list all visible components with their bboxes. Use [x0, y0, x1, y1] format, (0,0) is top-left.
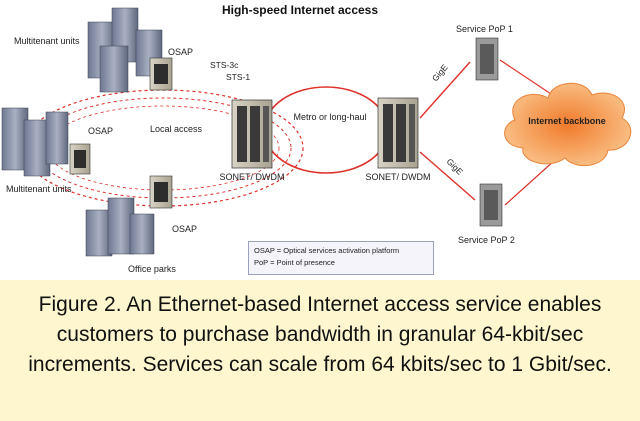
internet-cloud: Internet backbone	[504, 82, 632, 166]
legend-box: OSAP = Optical services activation platf…	[248, 241, 434, 275]
multitenant-label-top: Multitenant units	[14, 36, 80, 46]
pop2-backbone-link	[504, 159, 556, 206]
osap-top-label: OSAP	[168, 47, 193, 57]
network-diagram: High-speed Internet access Internet back…	[1, 3, 632, 274]
sonet-right-device	[377, 97, 419, 169]
service-pop1-device	[475, 37, 499, 81]
legend-line-osap: OSAP = Optical services activation platf…	[254, 246, 400, 255]
office-parks-label: Office parks	[128, 264, 176, 274]
sts3c-label: STS-3c	[210, 60, 239, 70]
diagram-title: High-speed Internet access	[222, 3, 378, 17]
osap-top-panel	[154, 64, 168, 84]
multitenant-label-bottom: Multitenant units	[6, 184, 72, 194]
building-cluster-top	[87, 7, 163, 93]
osap-mid-panel	[74, 150, 86, 168]
gige-link-bottom	[419, 151, 476, 201]
gige-bottom-label: GigE	[445, 156, 466, 177]
gige-top-label: GigE	[430, 62, 450, 83]
sts1-label: STS-1	[226, 72, 250, 82]
sonet-left-device	[231, 99, 273, 169]
osap-bottom-label: OSAP	[172, 224, 197, 234]
local-ring-inner2	[46, 105, 280, 191]
local-access-label: Local access	[150, 124, 203, 134]
service-pop2-label: Service PoP 2	[458, 235, 515, 245]
building-cluster-bottom	[85, 197, 155, 257]
internet-label: Internet backbone	[528, 116, 606, 126]
sonet-right-label: SONET/ DWDM	[366, 172, 431, 182]
metro-label: Metro or long-haul	[293, 112, 366, 122]
sonet-left-label: SONET/ DWDM	[220, 172, 285, 182]
gige-link-top	[419, 61, 471, 119]
osap-mid-label: OSAP	[88, 126, 113, 136]
service-pop2-device	[479, 183, 503, 227]
building-cluster-left	[1, 107, 69, 177]
legend-line-pop: PoP = Point of presence	[254, 258, 335, 267]
service-pop1-label: Service PoP 1	[456, 24, 513, 34]
figure-caption: Figure 2. An Ethernet-based Internet acc…	[0, 280, 640, 421]
osap-bottom-panel	[154, 182, 168, 202]
